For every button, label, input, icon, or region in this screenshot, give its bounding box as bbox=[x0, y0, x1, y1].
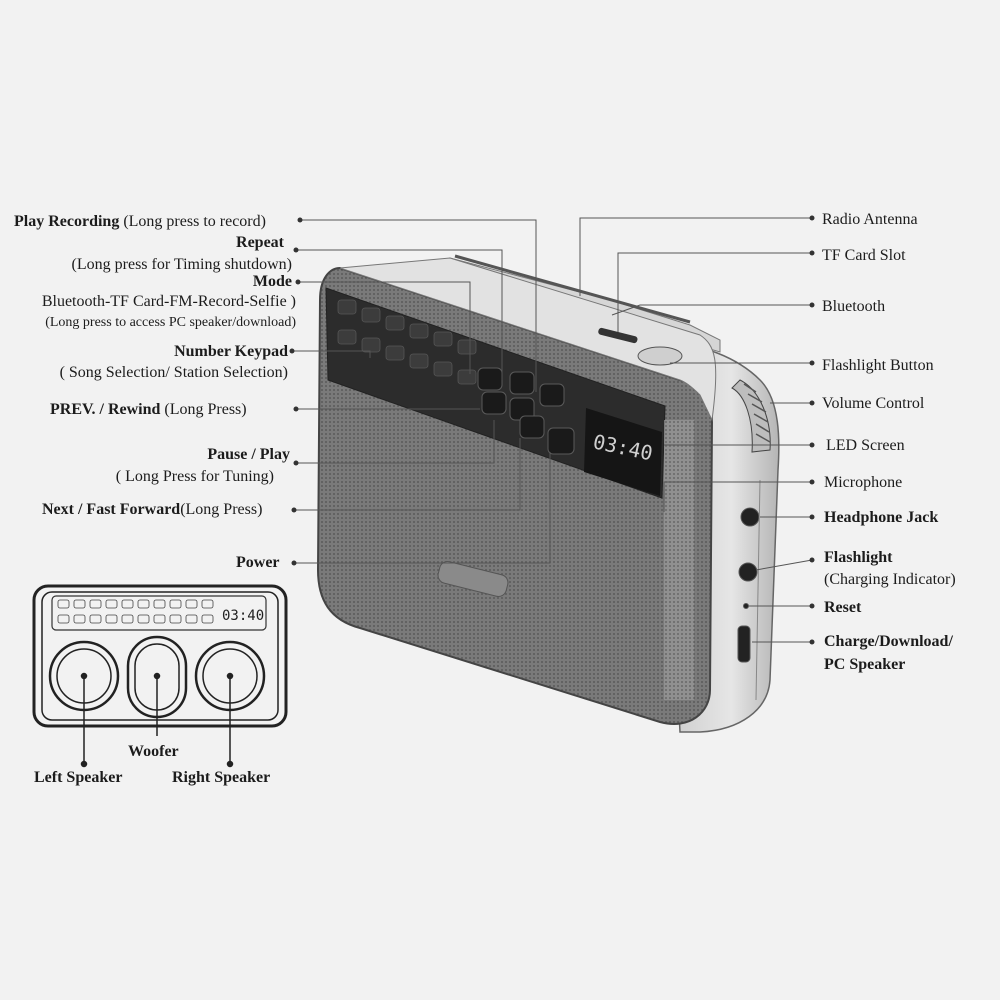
label-pause-play-note: ( Long Press for Tuning) bbox=[115, 468, 274, 485]
label-pc-speaker: PC Speaker bbox=[824, 656, 906, 673]
side-grille bbox=[664, 420, 694, 700]
schematic-keys bbox=[57, 599, 214, 624]
label-repeat-note: (Long press for Timing shutdown) bbox=[71, 256, 292, 273]
label-play-recording-title: Play Recording bbox=[14, 213, 120, 230]
label-led-screen: LED Screen bbox=[826, 437, 905, 454]
label-repeat-title: Repeat bbox=[236, 234, 284, 251]
label-power: Power bbox=[236, 554, 280, 571]
led-screen: 03:40 bbox=[584, 408, 662, 496]
number-keypad bbox=[337, 299, 477, 385]
leader-dots-left bbox=[289, 217, 303, 566]
schematic-leaders bbox=[80, 672, 234, 768]
label-next-title: Next / Fast Forward bbox=[42, 501, 181, 518]
usb-port[interactable] bbox=[737, 625, 751, 663]
leader-lines-right bbox=[579, 217, 813, 643]
label-mode-title: Mode bbox=[252, 273, 292, 290]
tf-card-slot bbox=[598, 327, 638, 344]
radio-top-bezel bbox=[339, 257, 717, 422]
label-reset: Reset bbox=[824, 599, 862, 616]
label-next: Next / Fast Forward(Long Press) bbox=[42, 500, 262, 520]
radio-device: 03:40 bbox=[316, 254, 780, 733]
label-mode-line3: (Long press to access PC speaker/downloa… bbox=[45, 315, 296, 330]
leader-lines-left bbox=[292, 219, 551, 564]
power-button[interactable] bbox=[547, 427, 575, 455]
prev-button[interactable] bbox=[481, 391, 507, 415]
label-bluetooth: Bluetooth bbox=[822, 298, 886, 315]
function-buttons bbox=[477, 367, 575, 455]
label-prev-note: (Long Press) bbox=[164, 401, 247, 418]
schematic-display-time: 03:40 bbox=[222, 608, 264, 624]
next-button[interactable] bbox=[519, 415, 545, 439]
label-mode-line2: Bluetooth-TF Card-FM-Record-Selfie ) bbox=[41, 293, 296, 310]
leader-dots-right bbox=[809, 215, 815, 645]
label-next-note: (Long Press) bbox=[180, 501, 263, 518]
flashlight-led bbox=[738, 562, 758, 582]
flashlight-button[interactable] bbox=[637, 346, 683, 366]
reset-hole[interactable] bbox=[743, 603, 749, 609]
label-prev-title: PREV. / Rewind bbox=[50, 401, 161, 418]
label-pause-play-title: Pause / Play bbox=[207, 446, 290, 463]
repeat-button[interactable] bbox=[509, 371, 535, 395]
label-flashlight-button: Flashlight Button bbox=[822, 357, 934, 374]
play-recording-button[interactable] bbox=[539, 383, 565, 407]
radio-antenna bbox=[454, 254, 691, 324]
schematic-inner bbox=[41, 591, 279, 721]
front-schematic: 03:40 bbox=[32, 584, 288, 768]
label-number-keypad-note: ( Song Selection/ Station Selection) bbox=[59, 364, 288, 381]
side-ports bbox=[737, 507, 760, 663]
side-edge-line bbox=[755, 479, 761, 701]
headphone-jack[interactable] bbox=[740, 507, 760, 527]
label-flashlight: Flashlight bbox=[824, 549, 893, 566]
label-right-speaker: Right Speaker bbox=[172, 769, 271, 786]
label-charging-indicator: (Charging Indicator) bbox=[824, 571, 956, 588]
label-left-speaker: Left Speaker bbox=[34, 769, 123, 786]
label-play-recording-note: (Long press to record) bbox=[123, 213, 266, 230]
label-play-recording: Play Recording (Long press to record) bbox=[14, 212, 266, 232]
front-logo-plate bbox=[437, 561, 509, 597]
volume-control[interactable] bbox=[731, 379, 771, 453]
label-radio-antenna: Radio Antenna bbox=[822, 211, 918, 228]
label-headphone-jack: Headphone Jack bbox=[824, 509, 939, 526]
schematic-panel bbox=[51, 595, 267, 631]
schematic-outer bbox=[32, 584, 288, 728]
label-charge-download: Charge/Download/ bbox=[824, 633, 953, 650]
mode-button[interactable] bbox=[477, 367, 503, 391]
label-prev: PREV. / Rewind (Long Press) bbox=[50, 400, 247, 420]
label-woofer: Woofer bbox=[128, 743, 179, 760]
label-volume-control: Volume Control bbox=[822, 395, 925, 412]
label-tf-card-slot: TF Card Slot bbox=[822, 247, 906, 264]
label-number-keypad-title: Number Keypad bbox=[174, 343, 288, 360]
label-microphone: Microphone bbox=[824, 474, 903, 491]
